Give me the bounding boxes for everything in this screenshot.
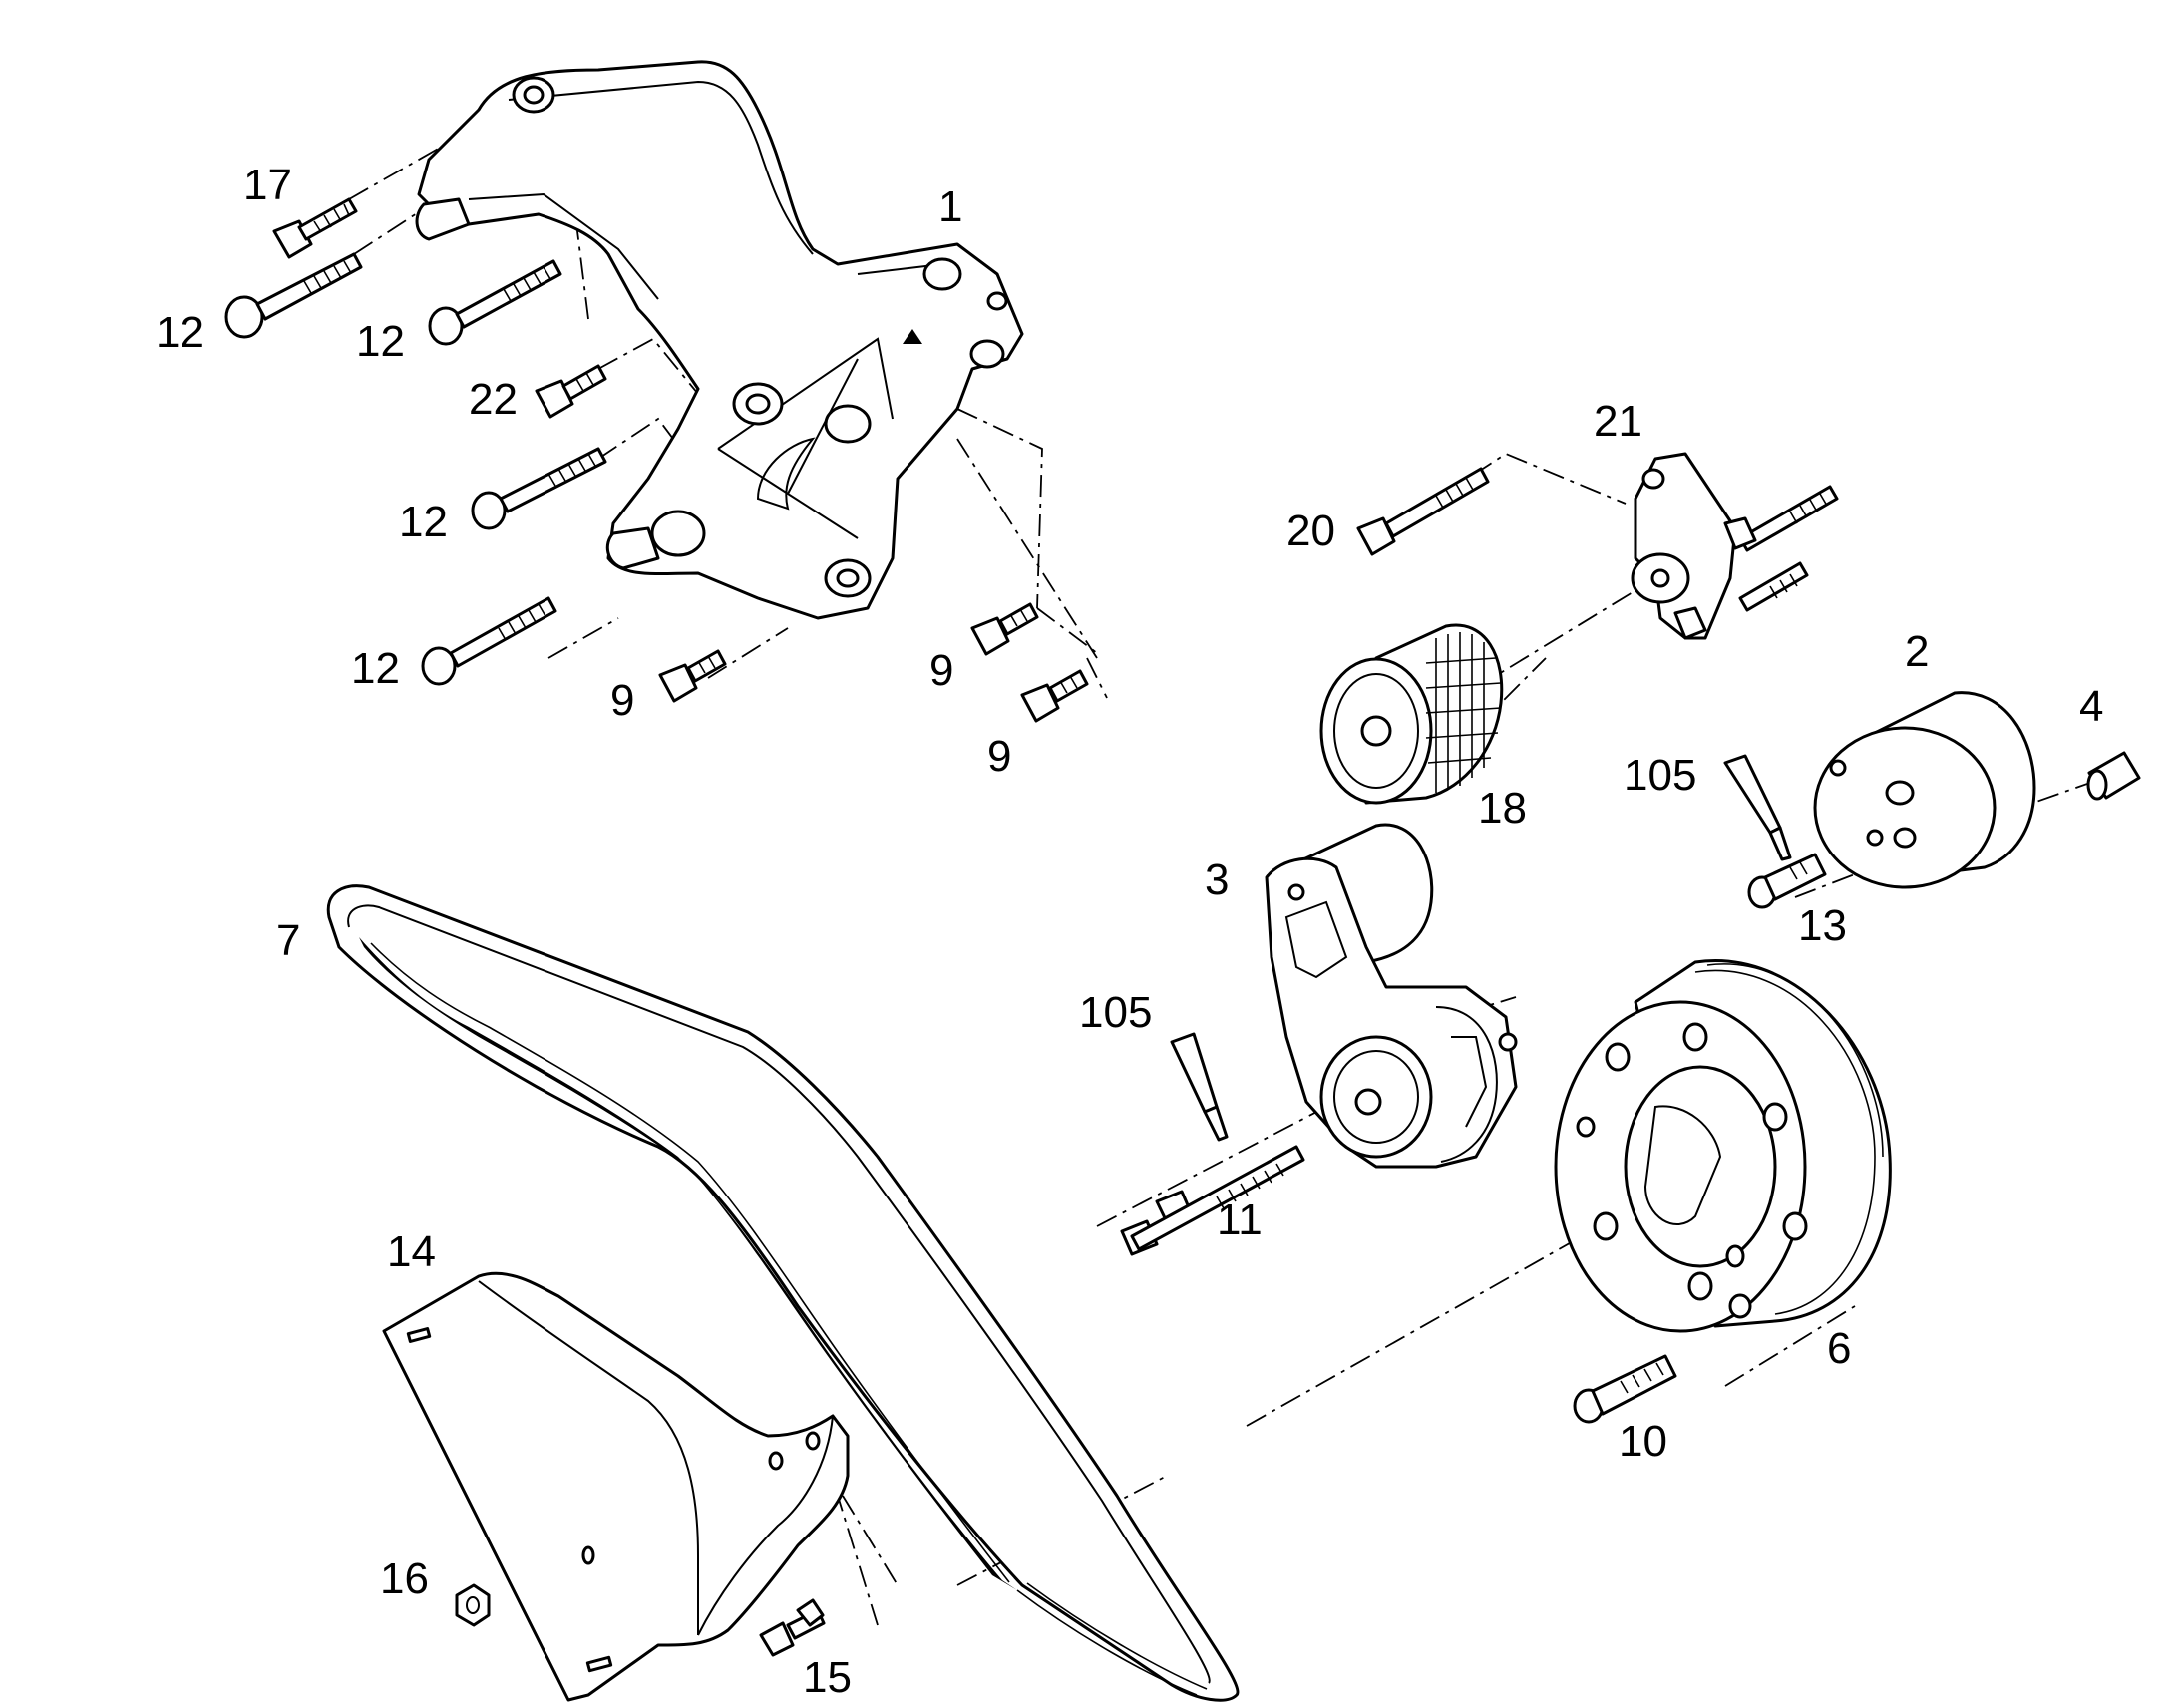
screw-part-13 [1747,853,1827,909]
callout-9-b: 9 [929,646,953,695]
bolt-part-22 [535,364,607,419]
callout-2: 2 [1905,627,1929,676]
callout-11: 11 [1217,1196,1263,1244]
callout-6: 6 [1827,1324,1851,1373]
callout-labels: 1 17 12 12 22 12 12 9 9 9 21 20 18 2 4 1… [156,161,2103,1702]
callout-4: 4 [2079,682,2103,731]
bolt-part-15 [759,1598,826,1657]
callout-9-c: 9 [987,732,1011,781]
callout-12-a: 12 [156,308,204,357]
nut-part-16 [455,1583,491,1627]
damper-part-6 [1554,959,1892,1333]
callout-18: 18 [1478,784,1527,833]
bolt-part-9-c [1020,669,1089,723]
callout-1: 1 [938,182,962,231]
callout-17: 17 [243,161,292,209]
bolt-part-12-a [224,252,363,339]
sealant-tube-part-105-b [1170,1032,1229,1142]
callout-3: 3 [1205,855,1229,904]
callout-13: 13 [1798,901,1847,950]
callout-20: 20 [1286,507,1335,555]
bracket-part-1 [415,60,1024,620]
callout-21: 21 [1594,397,1642,446]
idler-bracket-part-21 [1631,452,1839,640]
callout-105-b: 105 [1079,988,1152,1037]
bolt-part-9-b [970,602,1039,656]
callout-16: 16 [380,1554,429,1603]
hub-part-2 [1813,691,2036,889]
bolt-part-20 [1356,467,1490,556]
stud-part-11 [1120,1145,1305,1256]
callout-9-a: 9 [610,676,634,725]
idler-pulley-part-18 [1319,623,1504,805]
sleeve-part-4 [2086,751,2141,801]
bolt-part-12-c [471,447,607,530]
callout-12-d: 12 [351,644,400,693]
callout-22: 22 [469,375,518,424]
tensioner-part-3 [1265,823,1518,1169]
callout-15: 15 [803,1653,852,1702]
screw-part-10 [1573,1354,1677,1424]
belt-guard-part-14 [382,1271,850,1702]
sealant-tube-part-105-a [1723,754,1792,861]
callout-105-a: 105 [1624,751,1696,800]
bolt-part-12-b [428,259,562,346]
bolt-part-12-d [421,596,557,686]
callout-7: 7 [276,916,300,965]
callout-14: 14 [387,1227,436,1276]
belt-part-7 [326,884,1240,1702]
bolt-part-17 [272,197,358,259]
bolt-part-9-a [658,649,727,703]
callout-12-c: 12 [399,498,448,546]
callout-10: 10 [1619,1417,1667,1466]
callout-12-b: 12 [356,317,405,366]
